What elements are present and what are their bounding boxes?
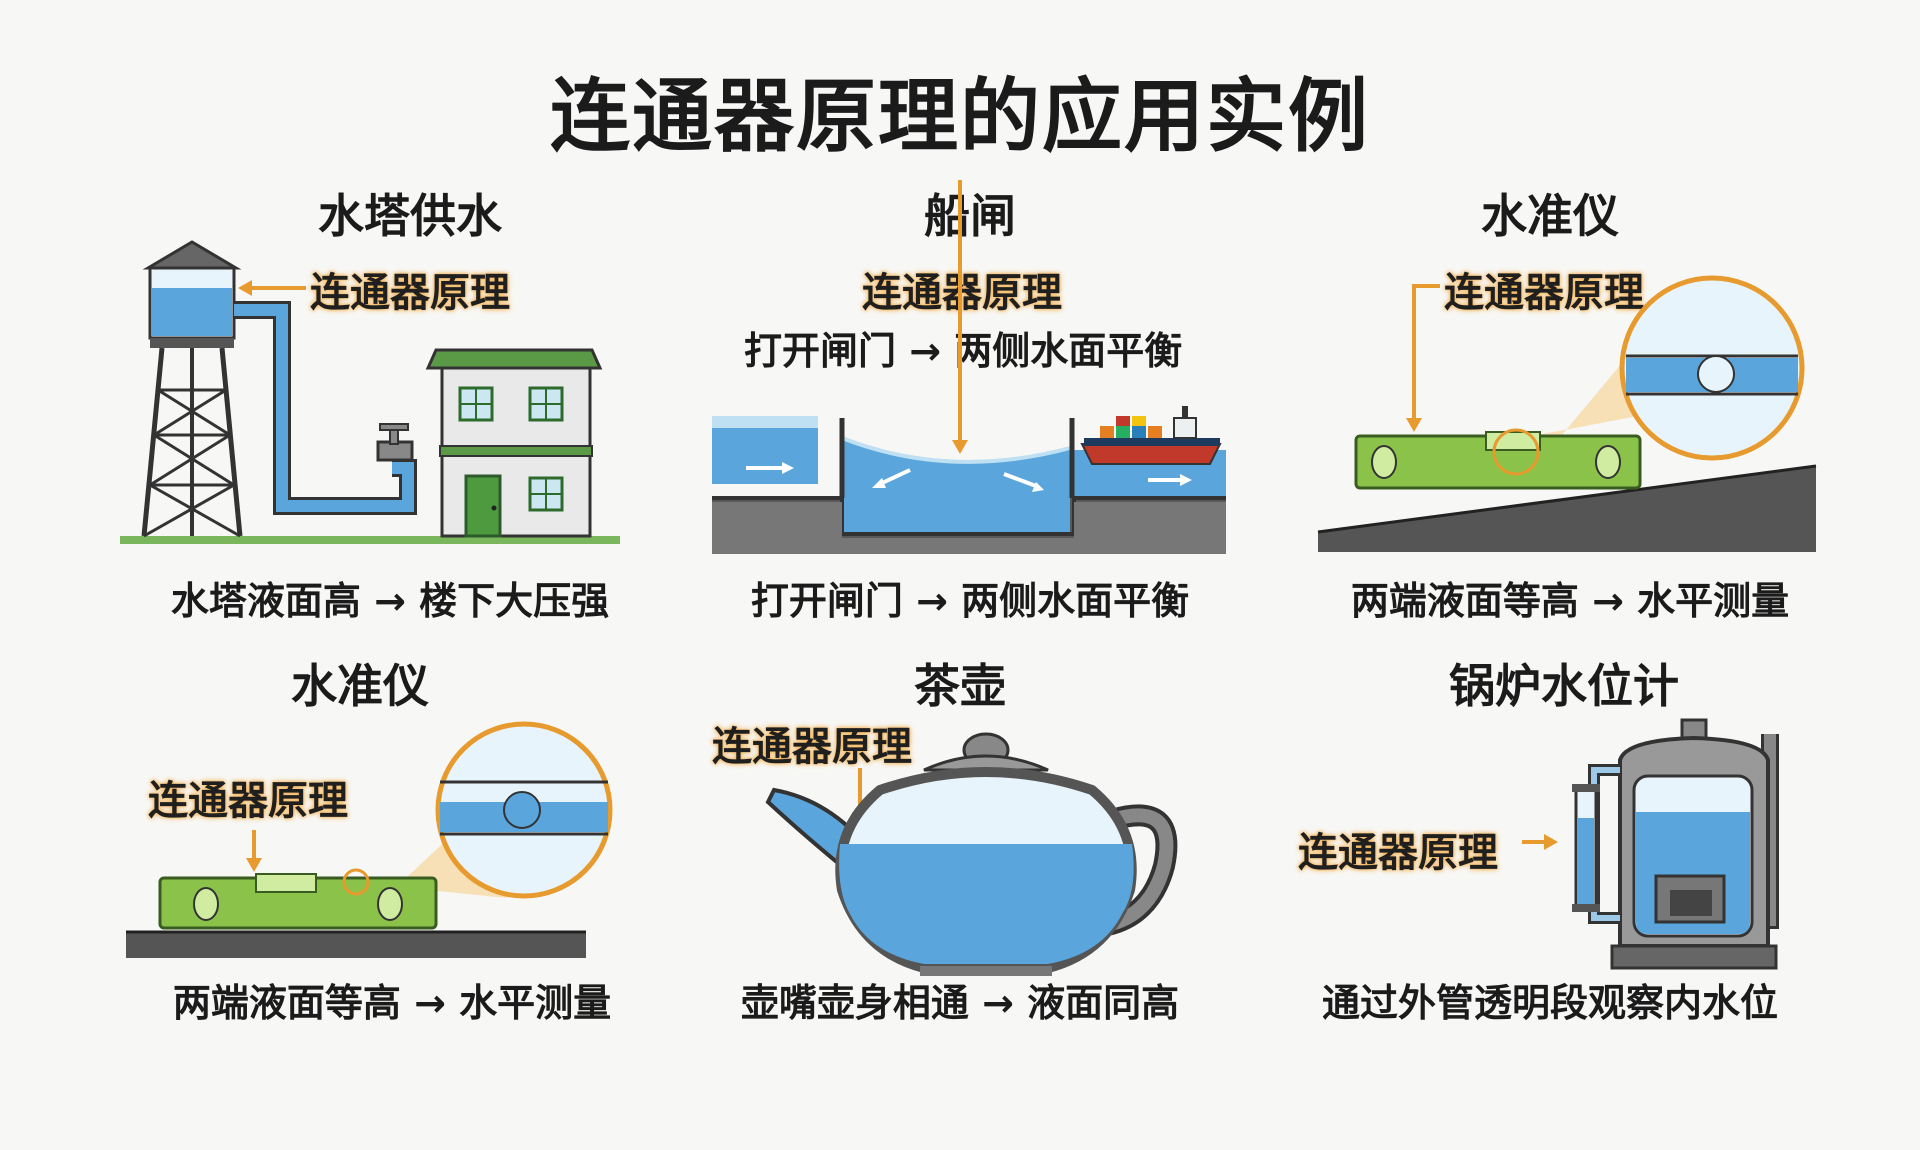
panel-ship-lock: 船闸 连通器原理 打开闸门 → 两侧水面平衡 xyxy=(670,180,1270,680)
spirit-level-icon xyxy=(158,868,438,930)
principle-label: 连通器原理 xyxy=(148,778,348,824)
panel-caption: 水塔液面高 → 楼下大压强 xyxy=(170,579,610,623)
magnifier-icon xyxy=(1619,275,1805,461)
panel-spirit-level-flat: 水准仪 连通器原理 两端液面等高 → 水平测量 xyxy=(90,650,690,1150)
panel-title: 船闸 xyxy=(924,189,1016,243)
principle-label: 连通器原理 xyxy=(1444,270,1644,316)
panel-caption: 两端液面等高 → 水平测量 xyxy=(172,981,612,1025)
spirit-level-flat-diagram xyxy=(126,721,613,958)
panel-title: 水准仪 xyxy=(291,659,429,713)
panel-water-tower: 水塔供水 连通器原理 xyxy=(110,180,710,680)
ship-icon xyxy=(1080,406,1222,465)
principle-label: 连通器原理 xyxy=(1298,830,1498,876)
boiler-diagram xyxy=(1522,718,1779,970)
teapot-diagram xyxy=(765,732,1178,976)
water-tower-icon xyxy=(141,240,243,538)
sub-label: 打开闸门 → 两侧水面平衡 xyxy=(744,329,1183,373)
panel-title: 茶壶 xyxy=(914,659,1006,713)
page-title: 连通器原理的应用实例 xyxy=(550,70,1370,163)
boiler-icon xyxy=(1572,718,1779,970)
spirit-level-icon xyxy=(1354,428,1642,490)
magnifier-icon xyxy=(435,721,613,899)
principle-label: 连通器原理 xyxy=(712,724,912,770)
panel-teapot: 茶壶 连通器原理 壶嘴壶身相通 → 液面同高 xyxy=(670,650,1270,1150)
ship-lock-diagram xyxy=(712,180,1226,554)
principle-label: 连通器原理 xyxy=(310,270,510,316)
panel-spirit-level-slope: 水准仪 连通器原理 两端液面等高 → 水平测量 xyxy=(1290,180,1890,680)
teapot-icon xyxy=(765,732,1178,976)
panel-caption: 两端液面等高 → 水平测量 xyxy=(1350,579,1790,623)
panel-caption: 通过外管透明段观察内水位 xyxy=(1321,981,1778,1025)
faucet-icon xyxy=(376,423,414,462)
panel-title: 水准仪 xyxy=(1481,189,1619,243)
panel-boiler: 锅炉水位计 连通器原理 通过外管透明段观察内水位 xyxy=(1270,650,1870,1150)
panel-caption: 壶嘴壶身相通 → 液面同高 xyxy=(740,981,1180,1025)
water-tower-diagram xyxy=(120,240,620,544)
panel-title: 锅炉水位计 xyxy=(1449,659,1679,713)
panel-title: 水塔供水 xyxy=(318,189,502,243)
panel-caption: 打开闸门 → 两侧水面平衡 xyxy=(750,579,1190,623)
house-icon xyxy=(425,348,603,538)
spirit-level-slope-diagram xyxy=(1317,275,1817,552)
